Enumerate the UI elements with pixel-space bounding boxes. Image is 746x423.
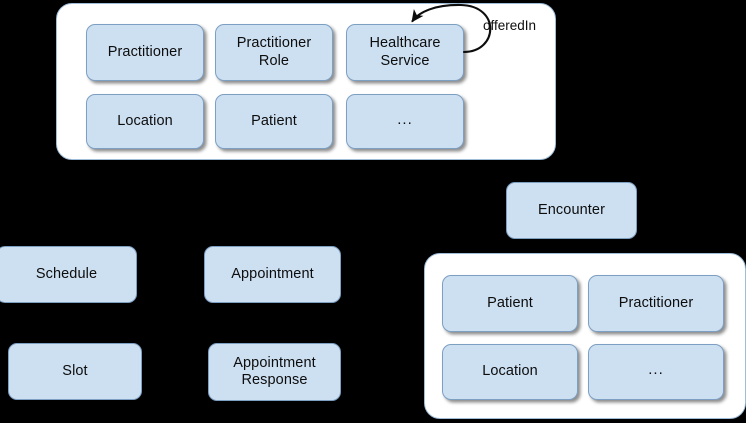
node-practitioner[interactable]: Practitioner (86, 24, 204, 81)
node-label: Patient (251, 112, 297, 129)
node-more-encounter[interactable]: ... (588, 344, 724, 400)
node-label: Location (117, 112, 173, 129)
node-practitioner-encounter[interactable]: Practitioner (588, 275, 724, 332)
node-label: Appointment (231, 265, 314, 282)
node-label: Schedule (35, 265, 98, 282)
node-label: Patient (487, 294, 533, 311)
node-patient-encounter[interactable]: Patient (442, 275, 578, 332)
node-location-encounter[interactable]: Location (442, 344, 578, 400)
edge-label-offeredin: offeredIn (483, 18, 537, 33)
node-practitioner-role[interactable]: Practitioner Role (215, 24, 333, 81)
node-label: Encounter (538, 201, 605, 218)
node-location-top[interactable]: Location (86, 94, 204, 149)
node-patient-top[interactable]: Patient (215, 94, 333, 149)
node-healthcare-service[interactable]: Healthcare Service (346, 24, 464, 81)
node-label: Appointment Response (233, 354, 316, 388)
node-label: Practitioner (618, 294, 694, 311)
node-more-top[interactable]: ... (346, 94, 464, 149)
node-label: Practitioner (107, 43, 183, 60)
node-encounter[interactable]: Encounter (506, 182, 637, 239)
node-label: Slot (62, 362, 88, 379)
node-appointment[interactable]: Appointment (204, 246, 341, 303)
node-slot[interactable]: Slot (8, 343, 142, 400)
node-label: Practitioner Role (236, 35, 312, 69)
node-label: ... (648, 361, 664, 379)
node-label: ... (397, 110, 413, 128)
node-label: Healthcare Service (369, 35, 441, 69)
node-appointment-response[interactable]: Appointment Response (208, 343, 341, 401)
node-label: Location (482, 363, 538, 380)
node-schedule[interactable]: Schedule (0, 246, 137, 303)
